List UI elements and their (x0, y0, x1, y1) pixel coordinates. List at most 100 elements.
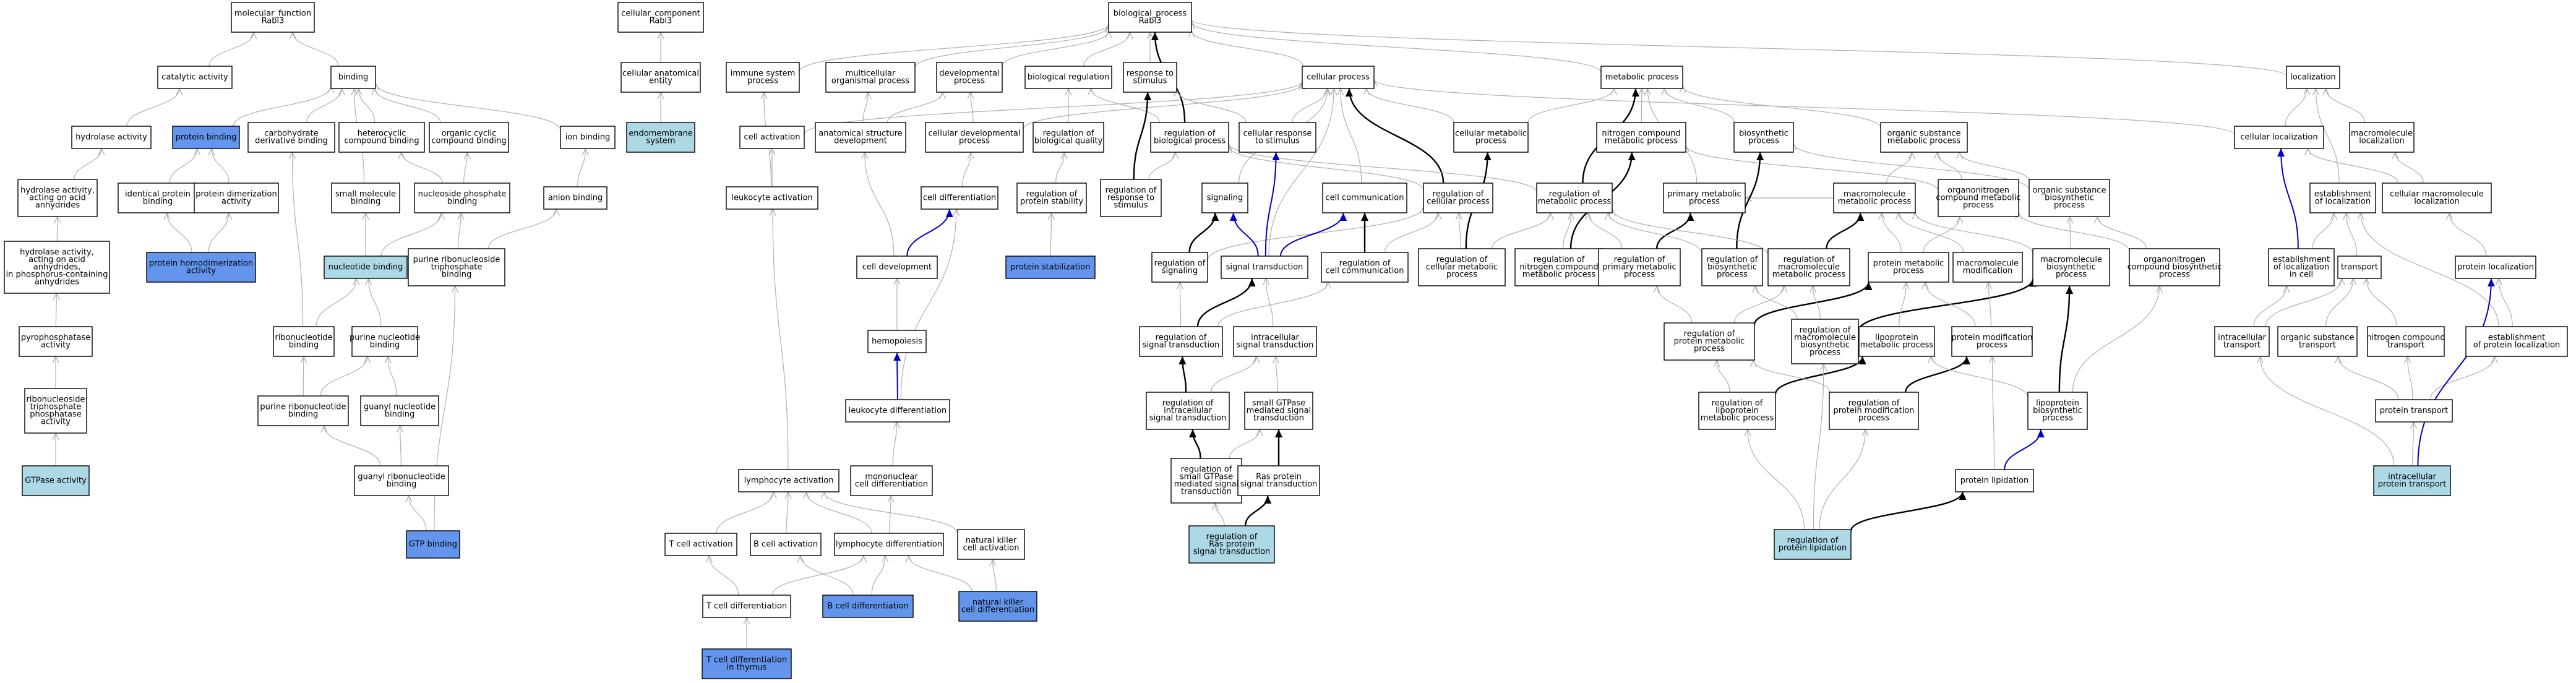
go-term-cellproc[interactable]: cellular process (1302, 66, 1375, 89)
go-term-cellloc[interactable]: cellular localization (2234, 126, 2324, 149)
go-term-gtpbind[interactable]: GTP binding (406, 530, 460, 559)
go-term-lymphact[interactable]: lymphocyte activation (738, 469, 839, 492)
go-term-anion[interactable]: anion binding (543, 186, 608, 210)
go-term-bcelldiff[interactable]: B cell differentiation (822, 595, 914, 618)
go-term-bcellact[interactable]: B cell activation (750, 533, 822, 556)
go-term-bioreg[interactable]: biological regulation (1024, 66, 1112, 89)
go-term-tcellact[interactable]: T cell activation (664, 533, 737, 556)
go-term-prottrans[interactable]: protein transport (2375, 399, 2453, 423)
go-term-localiz[interactable]: localization (2286, 66, 2340, 89)
go-term-hydphos[interactable]: hydrolase activity,acting on acidanhydri… (4, 241, 110, 294)
go-term-nucbind[interactable]: nucleotide binding (324, 256, 408, 279)
go-term-celldiff[interactable]: cell differentiation (921, 186, 998, 210)
go-term-regmacrobio[interactable]: regulation ofmacromoleculebiosyntheticpr… (1791, 319, 1859, 364)
go-term-hemo[interactable]: hemopoiesis (867, 330, 927, 353)
go-term-tcelldiff[interactable]: T cell differentiation (702, 595, 791, 618)
go-term-transport[interactable]: transport (2337, 256, 2382, 279)
go-term-hydanh[interactable]: hydrolase activity,acting on acidanhydri… (17, 179, 98, 217)
go-term-protstab[interactable]: protein stabilization (1005, 256, 1096, 279)
go-term-cellcomm[interactable]: cell communication (1322, 183, 1407, 213)
go-term-celldev[interactable]: cell development (856, 256, 938, 279)
go-term-metproc[interactable]: metabolic process (1600, 66, 1683, 89)
go-term-leukdiff[interactable]: leukocyte differentiation (845, 399, 950, 423)
go-term-catact[interactable]: catalytic activity (157, 66, 233, 89)
go-term-rntp[interactable]: ribonucleosidetriphosphatephosphataseact… (24, 388, 87, 434)
go-term-gtpase[interactable]: GTPase activity (22, 465, 90, 496)
go-term-cellact[interactable]: cell activation (739, 126, 805, 149)
go-term-signaling[interactable]: signaling (1201, 183, 1248, 213)
go-term-ionbind[interactable]: ion binding (560, 126, 616, 149)
go-term-leukact[interactable]: leukocyte activation (726, 186, 818, 210)
go-term-protbind[interactable]: protein binding (172, 126, 240, 149)
